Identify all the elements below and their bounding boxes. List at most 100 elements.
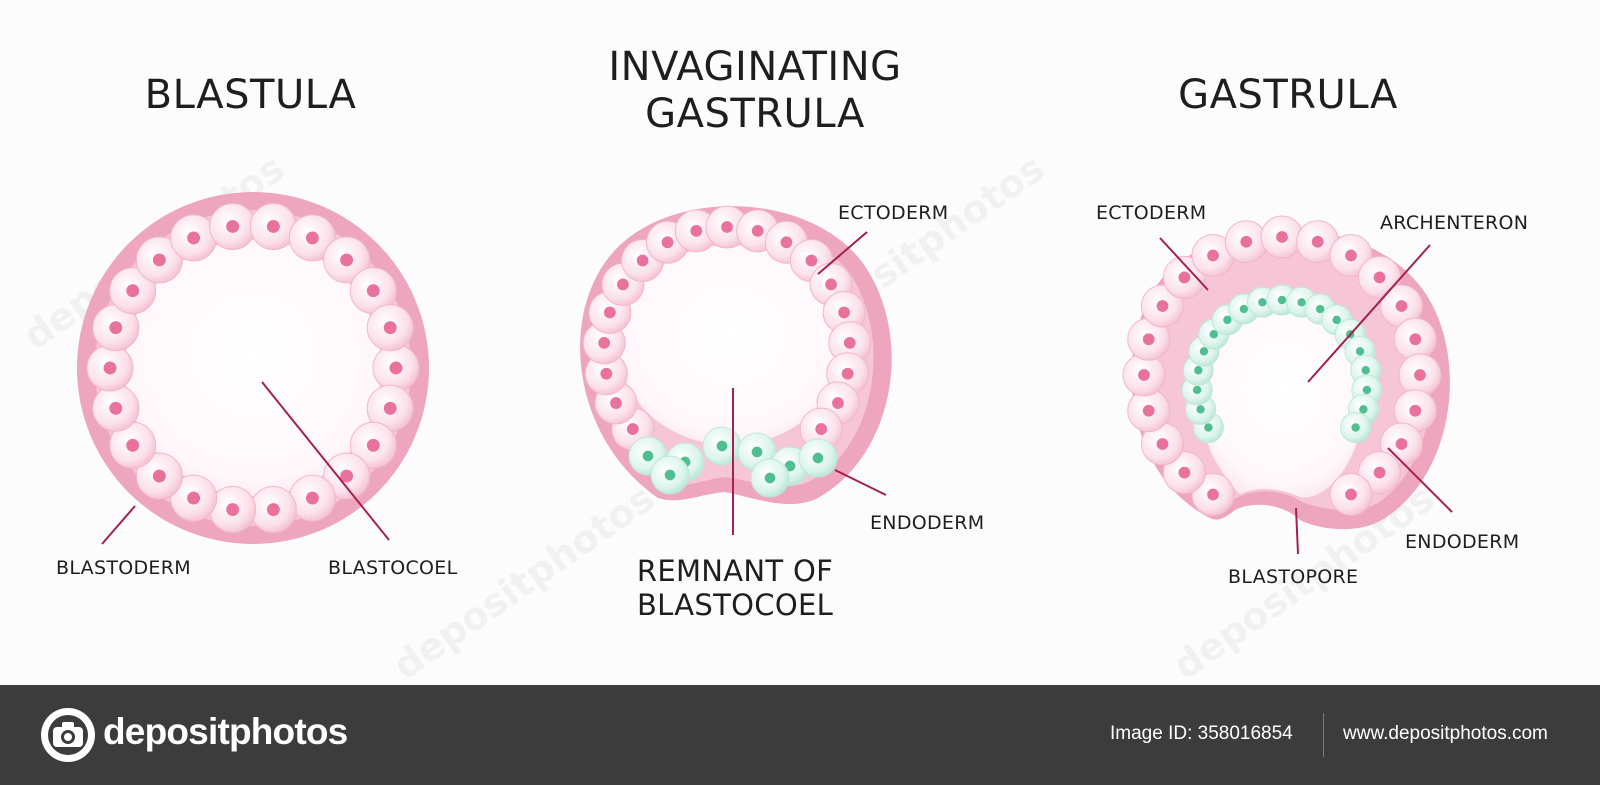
invaginating-gastrula-illustration [580,205,892,505]
footer-divider [1323,713,1324,757]
ectoderm-cells [1122,215,1442,517]
cell-nucleus [838,306,851,319]
cell-nucleus [266,503,280,516]
cell-nucleus [126,438,140,452]
cell-nucleus [690,225,703,237]
leader-ectoderm-mid [817,231,868,275]
cell-nucleus [266,220,280,233]
cell-nucleus [1196,405,1205,414]
cell-nucleus [1207,249,1219,262]
cell-nucleus [721,221,733,233]
cell-nucleus [812,452,824,464]
label-endoderm-mid: ENDODERM [870,512,985,534]
cell-nucleus [1277,295,1287,305]
leader-ectoderm-right [1159,237,1209,291]
brand-name: depositphotos [103,711,348,752]
cell-nucleus [366,438,380,452]
label-remnant-line2: BLASTOCOEL [636,588,834,622]
cell-nucleus [841,367,854,380]
blastocoel-cavity [125,240,381,496]
leader-endoderm-mid [834,469,887,496]
cell-nucleus [1373,271,1386,284]
cell-nucleus [610,397,622,409]
label-endoderm-right: ENDODERM [1405,531,1520,553]
cell-nucleus [1409,404,1422,417]
cell-nucleus [1345,488,1357,501]
footer-bar: depositphotos Image ID: 358016854 www.de… [0,685,1600,785]
cell-nucleus [1178,271,1191,284]
cell-nucleus [626,423,639,435]
cell-nucleus [305,491,319,505]
cell-nucleus [389,361,403,375]
endoderm-cells [1181,284,1383,443]
cell-nucleus [109,321,123,335]
blastoderm-cells [86,202,420,534]
cell-nucleus [226,503,240,516]
cell-nucleus [1315,304,1325,314]
cell-nucleus [366,284,380,298]
gastrula-illustration [1122,215,1450,530]
cell-nucleus [1192,385,1202,395]
cell-nucleus [1178,466,1191,479]
camera-logo-icon [41,708,95,762]
diagram-canvas: depositphotos depositphotos depositphoto… [15,44,1529,689]
site-url: www.depositphotos.com [1343,723,1548,744]
title-invaginating-line1: INVAGINATING [608,44,902,90]
label-remnant-of-blastocoel: REMNANT OF BLASTOCOEL [614,554,856,622]
cell-nucleus [843,336,856,349]
archenteron-cavity [1200,298,1366,498]
cell-nucleus [716,440,728,452]
cell-nucleus [1240,235,1253,248]
cell-nucleus [1297,298,1306,307]
cell-nucleus [617,278,629,291]
cell-nucleus [305,231,319,245]
cell-nucleus [1138,369,1150,381]
cell-nucleus [1194,366,1203,375]
cell-nucleus [103,361,117,375]
cell-nucleus [825,278,837,291]
cell-nucleus [1355,347,1365,356]
title-blastula: BLASTULA [144,72,357,118]
cell-nucleus [1395,438,1408,450]
cell-nucleus [1142,404,1155,417]
cell-nucleus [383,321,397,335]
cell-nucleus [383,401,397,415]
cell-nucleus [815,423,828,435]
leader-blastoderm [101,505,136,545]
cell-nucleus [1239,304,1249,314]
cell-nucleus [805,254,818,267]
title-gastrula: GASTRULA [1178,72,1398,118]
cell-nucleus [1258,298,1267,307]
cell-nucleus [109,401,123,415]
leader-archenteron [1307,244,1431,383]
label-ectoderm-right: ECTODERM [1096,202,1207,224]
label-blastopore: BLASTOPORE [1228,566,1359,588]
cell-nucleus [1223,315,1232,325]
title-invaginating-gastrula: INVAGINATING GASTRULA [590,44,920,138]
leader-blastocoel [261,381,390,541]
cell-nucleus [1414,369,1426,381]
cell-nucleus [1311,235,1324,248]
leader-blastopore [1295,507,1299,555]
cell-nucleus [126,284,140,298]
cell-nucleus [636,254,649,267]
cell-nucleus [340,253,354,267]
cell-nucleus [784,460,796,472]
cell-nucleus [664,469,676,481]
cell-nucleus [1361,366,1370,375]
cell-nucleus [1362,385,1372,395]
cell-nucleus [1351,423,1360,432]
cell-nucleus [1359,405,1368,414]
cell-nucleus [751,446,763,458]
cell-nucleus [764,472,776,484]
label-blastocoel: BLASTOCOEL [328,557,458,579]
cell-nucleus [226,220,240,233]
cell-nucleus [598,336,611,349]
cell-nucleus [1204,423,1213,432]
cell-nucleus [1276,231,1288,243]
label-remnant-line1: REMNANT OF [636,554,834,588]
cell-nucleus [1209,330,1219,339]
cell-nucleus [751,225,764,237]
cell-nucleus [1207,488,1219,501]
remnant-blastocoel-cavity [618,245,842,445]
